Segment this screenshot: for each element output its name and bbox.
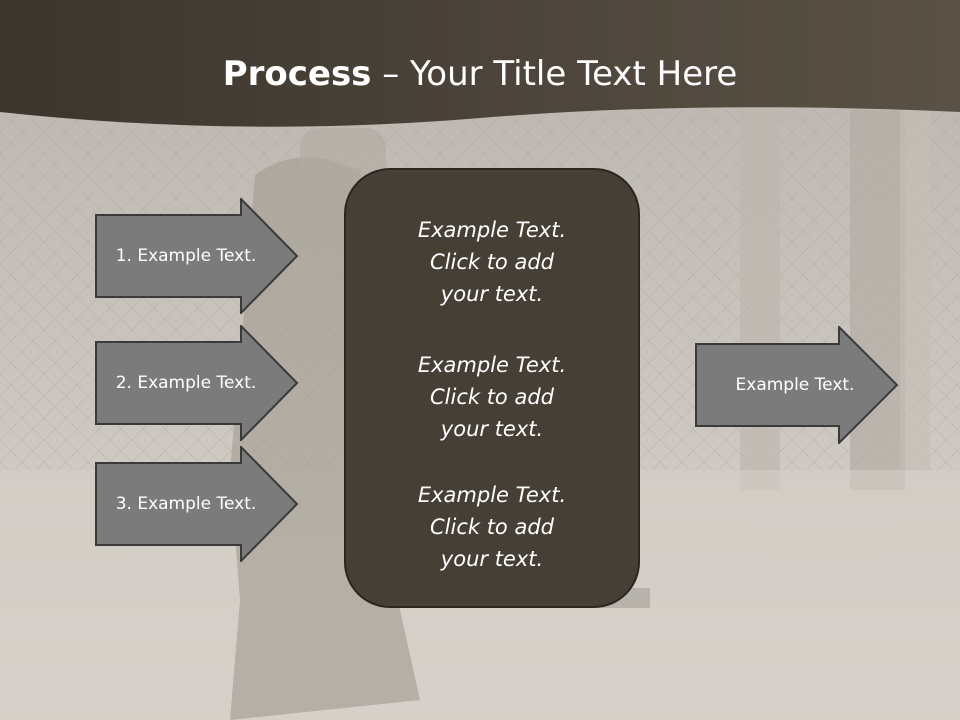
center-line: Click to add	[429, 385, 554, 409]
center-line: Example Text.	[417, 218, 567, 242]
center-line: your text.	[440, 282, 544, 306]
left-arrow-2-label: 2. Example Text.	[115, 373, 257, 393]
left-arrow-3[interactable]	[95, 446, 299, 562]
center-text-box[interactable]: Example Text. Click to add your text. Ex…	[344, 168, 640, 608]
right-arrow-label: Example Text.	[735, 375, 855, 395]
center-line: Example Text.	[417, 483, 567, 507]
title-bold: Process	[222, 54, 372, 94]
left-arrow-3-label: 3. Example Text.	[115, 494, 257, 514]
center-line: your text.	[440, 547, 544, 571]
center-text-block-1[interactable]: Example Text. Click to add your text.	[346, 214, 638, 310]
center-text-block-3[interactable]: Example Text. Click to add your text.	[346, 479, 638, 575]
center-line: your text.	[440, 417, 544, 441]
center-line: Click to add	[429, 515, 554, 539]
center-text-block-2[interactable]: Example Text. Click to add your text.	[346, 349, 638, 445]
title-rest: – Your Title Text Here	[371, 54, 738, 94]
slide-title: Process – Your Title Text Here	[0, 52, 960, 96]
left-arrow-2[interactable]	[95, 325, 299, 441]
right-arrow[interactable]	[695, 326, 899, 444]
left-arrow-1[interactable]	[95, 198, 299, 314]
center-line: Example Text.	[417, 353, 567, 377]
center-line: Click to add	[429, 250, 554, 274]
left-arrow-1-label: 1. Example Text.	[115, 246, 257, 266]
